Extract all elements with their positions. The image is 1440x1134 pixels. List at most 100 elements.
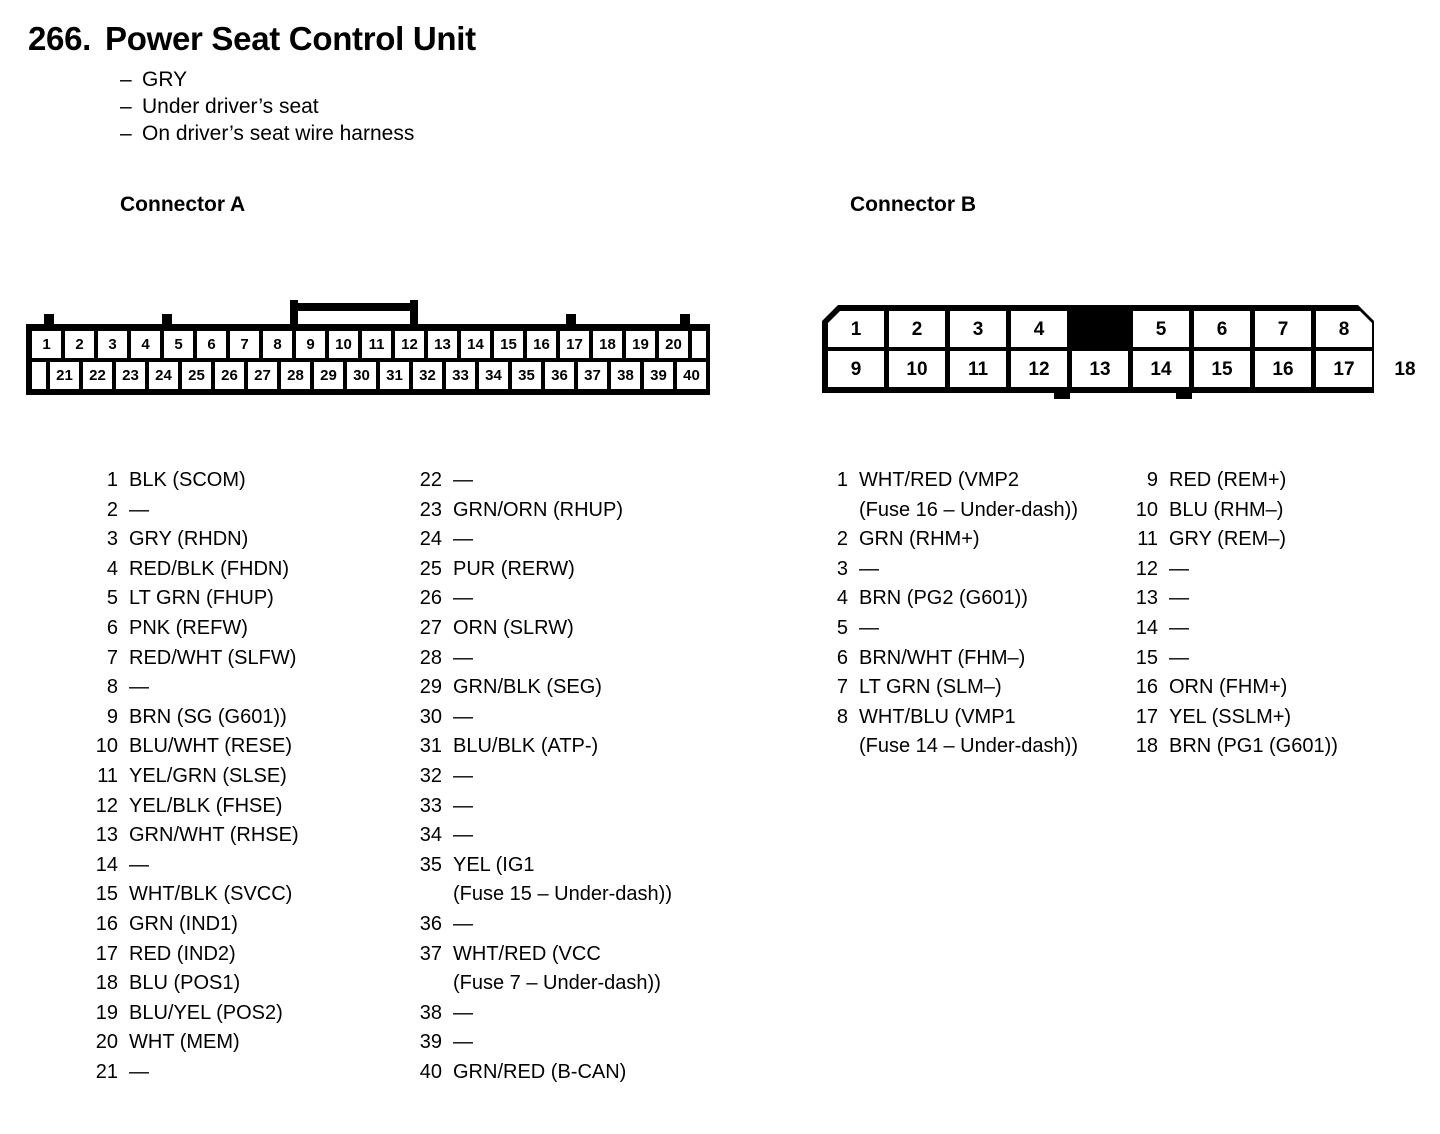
connector-pin-11: 11	[950, 351, 1006, 387]
pin-number: 1	[836, 469, 848, 491]
pin-value: PNK (REFW)	[129, 616, 248, 639]
pin-number: 14	[95, 853, 118, 876]
pin-number: 24	[419, 528, 442, 551]
connector-pin-2: 2	[65, 331, 94, 358]
pin-value: —	[453, 587, 473, 610]
pin-number: 13	[1135, 587, 1158, 610]
pin-number: 1	[106, 469, 118, 491]
pin-entry: 39 —	[412, 1028, 672, 1058]
shell-notch-icon	[162, 314, 172, 326]
shell-notch-icon	[680, 314, 690, 326]
connector-pin-16: 16	[527, 331, 556, 358]
note-item: – On driver’s seat wire harness	[120, 120, 476, 147]
connector-pin-17: 17	[1316, 351, 1372, 387]
note-item: – GRY	[120, 66, 476, 93]
locking-tab-icon	[290, 300, 418, 328]
pin-value: GRN/WHT (RHSE)	[129, 824, 299, 847]
section-number: 266.	[28, 20, 92, 57]
pin-entry: 3—	[818, 555, 1078, 585]
pin-value: WHT/RED (VMP2	[859, 469, 1019, 491]
pin-number: 17	[95, 942, 118, 965]
pin-entry: 12—	[1128, 555, 1338, 585]
note-dash: –	[120, 68, 132, 91]
connector-pin-3: 3	[950, 311, 1006, 347]
pin-number: 17	[1135, 705, 1158, 728]
connector-pin-9: 9	[828, 351, 884, 387]
pin-number: 39	[419, 1031, 442, 1054]
pin-number: 15	[95, 883, 118, 906]
pin-value: GRY (RHDN)	[129, 528, 249, 551]
pin-value: WHT (MEM)	[129, 1031, 240, 1054]
connector-pin-8: 8	[1316, 311, 1372, 347]
pin-number: 37	[419, 942, 442, 965]
pin-value: —	[453, 646, 473, 669]
shell-notch-icon	[566, 314, 576, 326]
pin-number: 7	[836, 676, 848, 699]
pin-number: 7	[106, 646, 118, 669]
connector-pin-9: 9	[296, 331, 325, 358]
connector-pin-29: 29	[314, 362, 343, 389]
pin-value: BRN (PG1 (G601))	[1169, 735, 1338, 758]
pin-value: GRN/BLK (SEG)	[453, 676, 602, 699]
pin-value: WHT/BLK (SVCC)	[129, 883, 293, 906]
pin-number: 23	[419, 498, 442, 521]
pin-entry: 15—	[1128, 644, 1338, 674]
locking-tab-post-left	[290, 300, 298, 328]
pin-value: —	[859, 616, 879, 639]
shell-foot-icon	[1054, 387, 1070, 399]
pin-number: 30	[419, 705, 442, 728]
pin-entry: 34—	[412, 821, 672, 851]
connector-pin-6: 6	[1194, 311, 1250, 347]
pin-value: BRN (PG2 (G601))	[859, 587, 1028, 610]
pin-number: 5	[106, 587, 118, 610]
pin-entry: 32—	[412, 762, 672, 792]
connector-a-heading: Connector A	[120, 193, 246, 216]
pin-number: 12	[95, 794, 118, 817]
pin-value: WHT/RED (VCC	[453, 942, 601, 965]
connector-pin-20: 20	[659, 331, 688, 358]
pin-value: BLU (POS1)	[129, 972, 241, 995]
pin-number: 9	[1146, 469, 1158, 491]
connector-pin-21: 21	[50, 362, 79, 389]
pin-value: BLK (SCOM)	[129, 469, 246, 491]
blanked-cavity-icon	[1072, 311, 1128, 347]
pin-value: —	[129, 853, 149, 876]
pin-entry: 36—	[412, 910, 672, 940]
pin-value: —	[453, 1031, 473, 1054]
connector-pin-12: 12	[395, 331, 424, 358]
pin-entry: 33—	[412, 792, 672, 822]
pin-entry: 1 BLK (SCOM)	[88, 466, 299, 496]
pin-value-continuation: (Fuse 16 – Under-dash))	[859, 498, 1078, 521]
pin-number: 25	[419, 557, 442, 580]
shell-blank-cell	[692, 331, 706, 358]
pin-value: —	[453, 794, 473, 817]
pin-entry: 1 WHT/RED (VMP2	[818, 466, 1078, 496]
pin-entry: 26—	[412, 584, 672, 614]
pin-number: 4	[106, 557, 118, 580]
connector-pin-15: 15	[1194, 351, 1250, 387]
pin-entry: 14—	[1128, 614, 1338, 644]
pin-entry: 15 WHT/BLK (SVCC)	[88, 880, 299, 910]
connector-pin-3: 3	[98, 331, 127, 358]
